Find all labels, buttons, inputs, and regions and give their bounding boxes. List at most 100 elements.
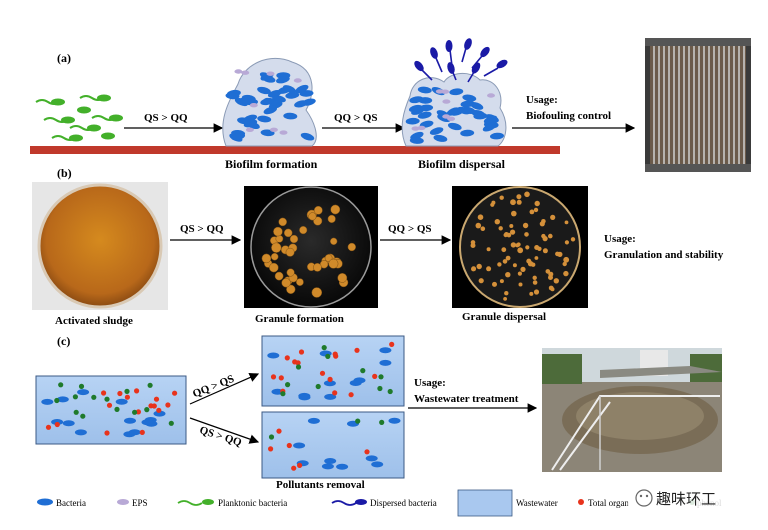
granule [313,263,322,272]
organic-particle [291,465,297,471]
granule [283,228,293,238]
eps-particle [487,93,495,98]
granule [494,219,500,225]
granule [271,242,282,253]
phenol-particle [78,383,85,389]
granule [524,191,530,198]
granule [289,234,299,244]
legend-bacteria-icon [37,498,53,506]
eps-particle [293,78,302,83]
granule [557,251,563,257]
legend-dispersed-label: Dispersed bacteria [370,498,437,508]
organic-particle [165,402,171,408]
phenol-particle [315,383,321,390]
granule [475,222,482,229]
biofilm-bacterium [261,75,276,83]
phenol-particle [91,394,97,400]
granule [524,232,529,237]
granule [499,279,504,284]
biofilm-bacterium [418,97,433,104]
organic-particle [319,370,326,376]
granule [516,194,522,200]
granule [273,226,283,237]
granule [534,245,540,250]
biofilm-bacterium [257,115,272,123]
granule [330,204,341,215]
organic-particle [372,373,378,379]
granule [278,217,287,227]
dispersed-bacteria-cells [414,38,508,74]
granule [510,199,516,206]
organic-particle [298,349,305,355]
bacterium [115,398,128,405]
granule [502,259,508,264]
organic-particle [151,403,157,409]
biofilm-bacterium [417,111,432,119]
organic-particle [332,351,338,357]
bacterium [41,398,54,405]
granule [520,266,526,272]
usage-text-c: Wastewater treatment [414,393,519,405]
usage-text-b: Granulation and stability [604,249,724,261]
granule [529,291,534,296]
granule [498,226,503,231]
granule [296,278,304,286]
membrane-module-photo [645,38,751,172]
organic-particle [276,428,282,434]
phenol-particle [147,382,153,388]
granule [509,224,514,228]
granule [539,221,545,227]
biofilm-bacterium [449,88,464,96]
granule [308,212,317,221]
granule [548,233,553,239]
organic-particle [135,409,141,415]
phenol-particle [132,409,138,415]
caption-activated-sludge: Activated sludge [55,315,133,327]
granule [471,267,476,272]
granule [564,240,570,245]
biofilm-bacterium [483,115,498,124]
biofilm-bacterium [276,76,290,84]
panel-a: (a) QS > QQ Biofilm formation [30,38,751,172]
usage-title-a: Usage: [526,94,558,106]
eps-particle [279,130,288,135]
biofilm-bacterium [490,132,504,140]
granule [486,266,492,272]
granule [275,234,284,243]
eps-particle [442,99,451,104]
eps-particle [269,127,278,132]
granule [534,256,539,260]
bacterium [379,347,392,354]
organic-particle [54,421,60,428]
granule [337,273,348,283]
bacterium [365,455,378,462]
granule [269,262,279,273]
eps-particle [441,89,450,94]
panel-c: (c) QQ > QS QS > QQ Pollutants removal U… [35,334,722,491]
granule [550,287,555,292]
phenol-particle [378,374,384,380]
biofilm-bacterium [447,122,462,131]
granule [478,278,484,284]
granule [286,268,295,277]
arrow-label-qs-qq-a: QS > QQ [144,112,188,124]
phenol-particle [379,419,385,425]
phenol-particle [54,397,60,404]
bacterium [74,429,87,436]
granule [542,236,548,242]
legend-organic-icon [578,499,584,505]
biofilm-bacterium [419,104,434,112]
biofilm-bacterium [405,117,420,125]
phenol-particle [280,391,286,397]
granule [477,214,484,220]
granule-formation-photo [244,186,378,308]
bacterium [298,394,311,401]
legend-bacteria-label: Bacteria [56,498,86,508]
organic-particle [270,374,277,380]
legend-dispersed-icon [331,500,357,506]
granule [486,247,491,252]
granule [274,271,284,281]
granule [501,247,507,253]
legend-planktonic-label: Planktonic bacteria [218,498,287,508]
phenol-particle [268,434,275,440]
